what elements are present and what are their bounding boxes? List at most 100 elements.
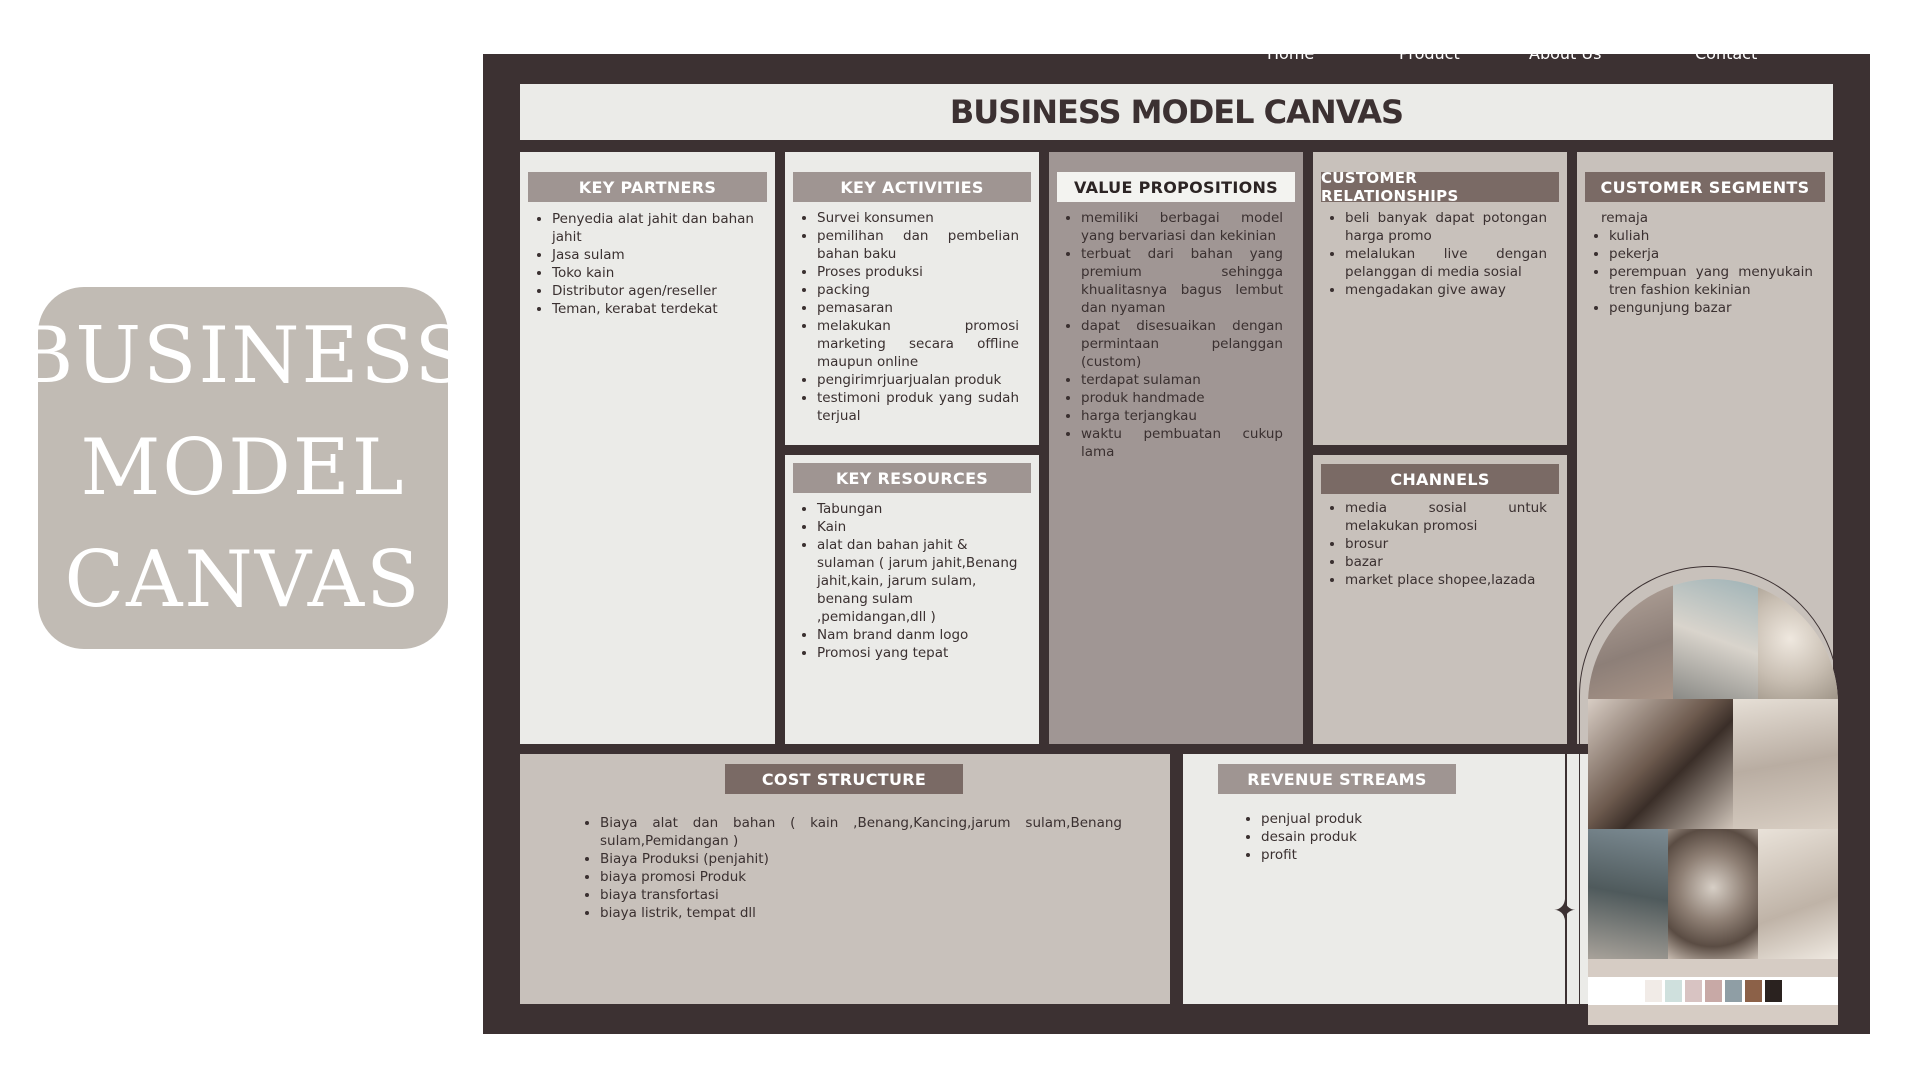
page-title-bar: BUSINESS MODEL CANVAS — [520, 84, 1833, 140]
panel-cost-structure: COST STRUCTURE Biaya alat dan bahan ( ka… — [520, 754, 1170, 1004]
nav-product[interactable]: Product — [1399, 54, 1460, 63]
color-swatch — [1644, 980, 1662, 1002]
collage-image — [1588, 829, 1668, 959]
logo-line-2: MODEL — [80, 423, 406, 513]
panel-key-activities: KEY ACTIVITIES Survei konsumen pemilihan… — [785, 152, 1039, 445]
list-item: Distributor agen/reseller — [552, 282, 754, 300]
top-nav: Home Product About Us Contact — [483, 54, 1870, 68]
panel-key-partners: KEY PARTNERS Penyedia alat jahit dan bah… — [520, 152, 775, 744]
collage-image — [1673, 579, 1758, 699]
key-activities-list: Survei konsumen pemilihan dan pembelian … — [799, 209, 1019, 425]
list-item: Proses produksi — [817, 263, 1019, 281]
list-item: bazar — [1345, 553, 1547, 571]
color-swatch — [1664, 980, 1682, 1002]
color-swatch — [1744, 980, 1762, 1002]
list-item: biaya listrik, tempat dll — [600, 904, 1122, 922]
list-item: kuliah — [1609, 227, 1813, 245]
list-item: terbuat dari bahan yang premium sehingga… — [1081, 245, 1283, 317]
customer-relationships-heading: CUSTOMER RELATIONSHIPS — [1321, 169, 1559, 205]
key-resources-heading: KEY RESOURCES — [793, 463, 1031, 493]
list-item: pengirimrjuarjualan produk — [817, 371, 1019, 389]
collage-image — [1588, 699, 1733, 829]
list-item: pemasaran — [817, 299, 1019, 317]
logo-line-1: BUSINESS — [16, 311, 470, 401]
list-item: packing — [817, 281, 1019, 299]
color-swatch — [1764, 980, 1782, 1002]
nav-contact[interactable]: Contact — [1695, 54, 1757, 63]
list-item: Biaya alat dan bahan ( kain ,Benang,Kanc… — [600, 814, 1122, 850]
nav-about[interactable]: About Us — [1529, 54, 1601, 63]
key-resources-list: Tabungan Kain alat dan bahan jahit & sul… — [799, 500, 1021, 662]
color-swatch — [1704, 980, 1722, 1002]
list-item: waktu pembuatan cukup lama — [1081, 425, 1283, 461]
list-item: pekerja — [1609, 245, 1813, 263]
list-item: alat dan bahan jahit & sulaman ( jarum j… — [817, 536, 1021, 626]
list-item: penjual produk — [1261, 810, 1543, 828]
collage-image — [1758, 829, 1838, 959]
list-item: desain produk — [1261, 828, 1543, 846]
logo-tile: BUSINESS MODEL CANVAS — [16, 287, 468, 649]
list-item: dapat disesuaikan dengan permintaan pela… — [1081, 317, 1283, 371]
customer-relationships-list: beli banyak dapat potongan harga promo m… — [1327, 209, 1547, 299]
list-item: Kain — [817, 518, 1021, 536]
moodboard-collage — [1588, 579, 1838, 1025]
panel-customer-relationships: CUSTOMER RELATIONSHIPS beli banyak dapat… — [1313, 152, 1567, 445]
cost-structure-heading: COST STRUCTURE — [725, 764, 963, 794]
list-item: Penyedia alat jahit dan bahan jahit — [552, 210, 754, 246]
list-item: harga terjangkau — [1081, 407, 1283, 425]
customer-segments-lead: remaja — [1601, 210, 1649, 226]
list-item: produk handmade — [1081, 389, 1283, 407]
list-item: biaya promosi Produk — [600, 868, 1122, 886]
key-partners-list: Penyedia alat jahit dan bahan jahit Jasa… — [534, 210, 754, 318]
collage-image — [1758, 579, 1838, 699]
page-title: BUSINESS MODEL CANVAS — [949, 93, 1404, 131]
list-item: brosur — [1345, 535, 1547, 553]
key-partners-heading: KEY PARTNERS — [528, 172, 767, 202]
list-item: biaya transfortasi — [600, 886, 1122, 904]
decorative-line — [1565, 754, 1567, 1014]
color-swatch — [1684, 980, 1702, 1002]
channels-list: media sosial untuk melakukan promosi bro… — [1327, 499, 1547, 589]
logo-line-3: CANVAS — [64, 535, 422, 625]
revenue-streams-heading: REVENUE STREAMS — [1218, 764, 1456, 794]
list-item: beli banyak dapat potongan harga promo — [1345, 209, 1547, 245]
color-swatch — [1724, 980, 1742, 1002]
list-item: melalukan live dengan pelanggan di media… — [1345, 245, 1547, 281]
list-item: testimoni produk yang sudah terjual — [817, 389, 1019, 425]
collage-image — [1733, 699, 1838, 829]
nav-home[interactable]: Home — [1267, 54, 1314, 63]
color-palette — [1588, 977, 1838, 1005]
cost-structure-list: Biaya alat dan bahan ( kain ,Benang,Kanc… — [582, 814, 1122, 922]
customer-segments-heading: CUSTOMER SEGMENTS — [1585, 172, 1825, 202]
list-item: Toko kain — [552, 264, 754, 282]
list-item: Biaya Produksi (penjahit) — [600, 850, 1122, 868]
list-item: media sosial untuk melakukan promosi — [1345, 499, 1547, 535]
list-item: melakukan promosi marketing secara offli… — [817, 317, 1019, 371]
panel-channels: CHANNELS media sosial untuk melakukan pr… — [1313, 455, 1567, 744]
sparkle-icon: ✦ — [1553, 894, 1577, 927]
list-item: mengadakan give away — [1345, 281, 1547, 299]
panel-key-resources: KEY RESOURCES Tabungan Kain alat dan bah… — [785, 455, 1039, 744]
list-item: memiliki berbagai model yang bervariasi … — [1081, 209, 1283, 245]
list-item: terdapat sulaman — [1081, 371, 1283, 389]
list-item: Survei konsumen — [817, 209, 1019, 227]
list-item: Teman, kerabat terdekat — [552, 300, 754, 318]
list-item: perempuan yang menyukain tren fashion ke… — [1609, 263, 1813, 299]
customer-segments-list: kuliah pekerja perempuan yang menyukain … — [1591, 227, 1813, 317]
collage-image — [1588, 579, 1673, 699]
revenue-streams-list: penjual produk desain produk profit — [1243, 810, 1543, 864]
key-activities-heading: KEY ACTIVITIES — [793, 172, 1031, 202]
value-propositions-list: memiliki berbagai model yang bervariasi … — [1063, 209, 1283, 461]
list-item: pemilihan dan pembelian bahan baku — [817, 227, 1019, 263]
list-item: Nam brand danm logo — [817, 626, 1021, 644]
value-propositions-heading: VALUE PROPOSITIONS — [1057, 172, 1295, 202]
canvas-board: Home Product About Us Contact BUSINESS M… — [483, 54, 1870, 1034]
list-item: Tabungan — [817, 500, 1021, 518]
list-item: Promosi yang tepat — [817, 644, 1021, 662]
list-item: Jasa sulam — [552, 246, 754, 264]
list-item: pengunjung bazar — [1609, 299, 1813, 317]
list-item: profit — [1261, 846, 1543, 864]
panel-value-propositions: VALUE PROPOSITIONS memiliki berbagai mod… — [1049, 152, 1303, 744]
arch-outline — [1579, 566, 1839, 1034]
channels-heading: CHANNELS — [1321, 464, 1559, 494]
